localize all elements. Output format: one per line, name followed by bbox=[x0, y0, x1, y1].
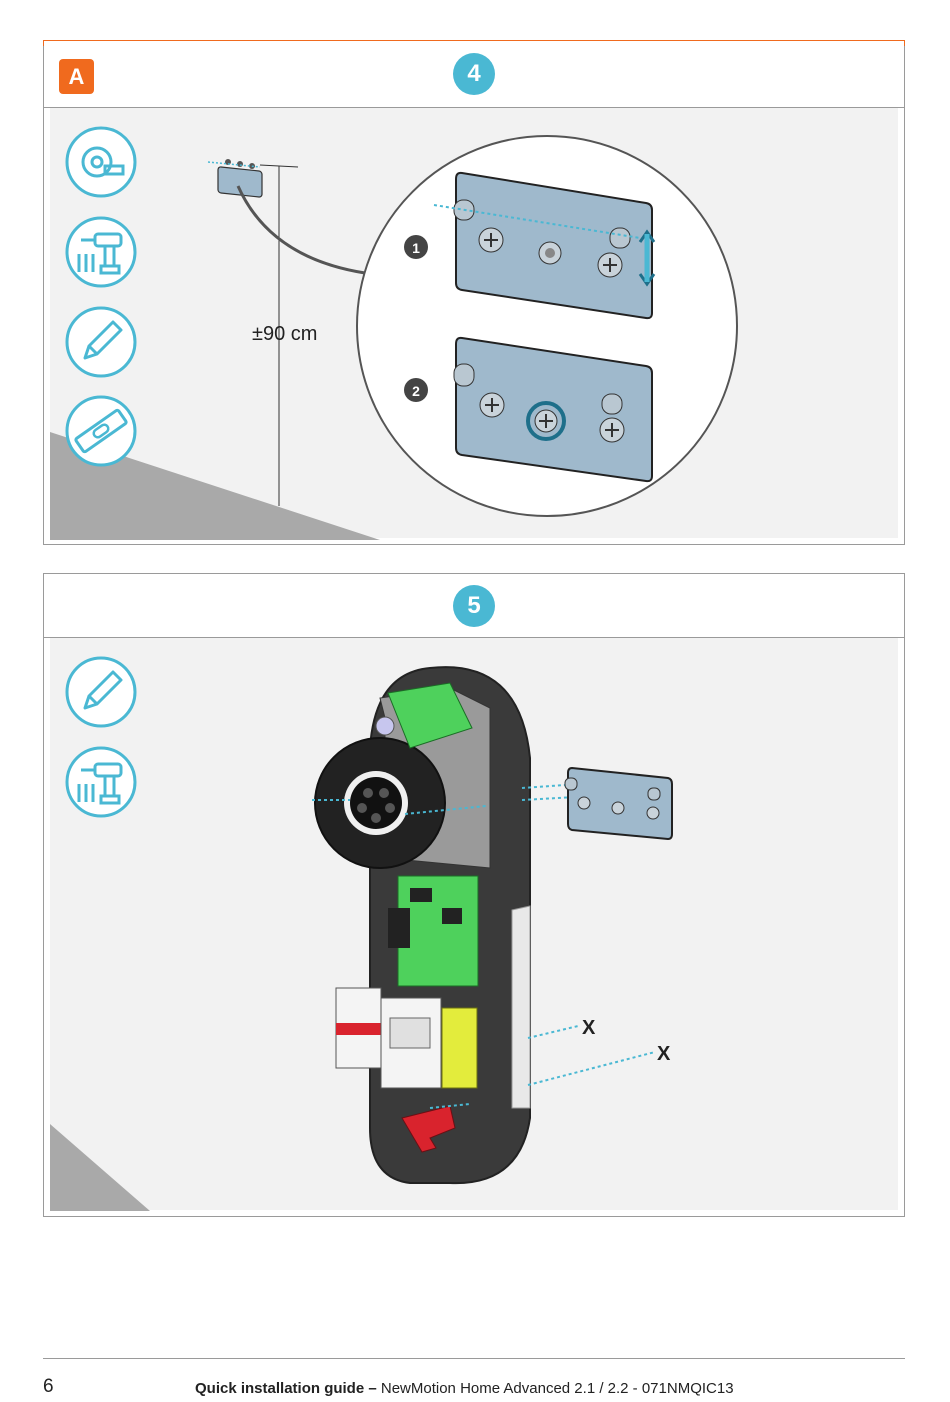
sub-step-marker-2: 2 bbox=[404, 378, 428, 402]
height-measurement-label: ±90 cm bbox=[252, 323, 318, 345]
step-5-illustration: X X bbox=[50, 666, 673, 1211]
floor-wedge bbox=[50, 1124, 150, 1211]
footer-title-rest: NewMotion Home Advanced 2.1 / 2.2 - 071N… bbox=[376, 1380, 734, 1397]
charger-unit bbox=[314, 666, 531, 1185]
page-number: 6 bbox=[43, 1376, 54, 1397]
drill-icon bbox=[65, 746, 137, 818]
step-4-illustration-area: 1 2 bbox=[50, 108, 898, 540]
step-4-panel: A 4 1 2 bbox=[43, 40, 905, 545]
small-wall-plate bbox=[207, 159, 263, 198]
floor-wedge bbox=[50, 432, 380, 540]
spirit-level-icon bbox=[65, 395, 137, 467]
step-5-header: 5 bbox=[44, 574, 904, 638]
guide-line-bottom bbox=[429, 1103, 471, 1109]
footer-divider bbox=[43, 1358, 905, 1359]
guide-line-x-2 bbox=[527, 1051, 656, 1086]
section-badge: A bbox=[59, 59, 94, 94]
svg-text:1: 1 bbox=[412, 240, 420, 256]
drill-mark-x-2: X bbox=[657, 1043, 671, 1065]
guide-line-x-1 bbox=[527, 1025, 579, 1039]
footer-title: Quick installation guide – NewMotion Hom… bbox=[195, 1380, 734, 1397]
step-number-4: 4 bbox=[453, 53, 495, 95]
measuring-tape-icon bbox=[65, 126, 137, 198]
wall-mounting-plate bbox=[564, 766, 673, 841]
drill-icon bbox=[65, 216, 137, 288]
step-number-5: 5 bbox=[453, 585, 495, 627]
svg-text:2: 2 bbox=[412, 383, 420, 399]
mounting-plate-step-2 bbox=[453, 336, 653, 483]
zoom-connector bbox=[236, 185, 366, 275]
step-5-panel: 5 bbox=[43, 573, 905, 1217]
mounting-plate-step-1 bbox=[433, 171, 656, 320]
guide-line-top-1 bbox=[521, 784, 566, 789]
step-5-illustration-area: X X bbox=[50, 638, 898, 1211]
guide-line-socket bbox=[404, 805, 487, 815]
footer-title-bold: Quick installation guide – bbox=[195, 1380, 377, 1397]
sub-step-marker-1: 1 bbox=[404, 235, 428, 259]
pencil-icon bbox=[65, 306, 137, 378]
step-4-illustration: 1 2 bbox=[50, 135, 738, 540]
step-4-header: A 4 bbox=[44, 41, 904, 108]
pencil-icon bbox=[65, 656, 137, 728]
drill-mark-x-1: X bbox=[582, 1017, 596, 1039]
